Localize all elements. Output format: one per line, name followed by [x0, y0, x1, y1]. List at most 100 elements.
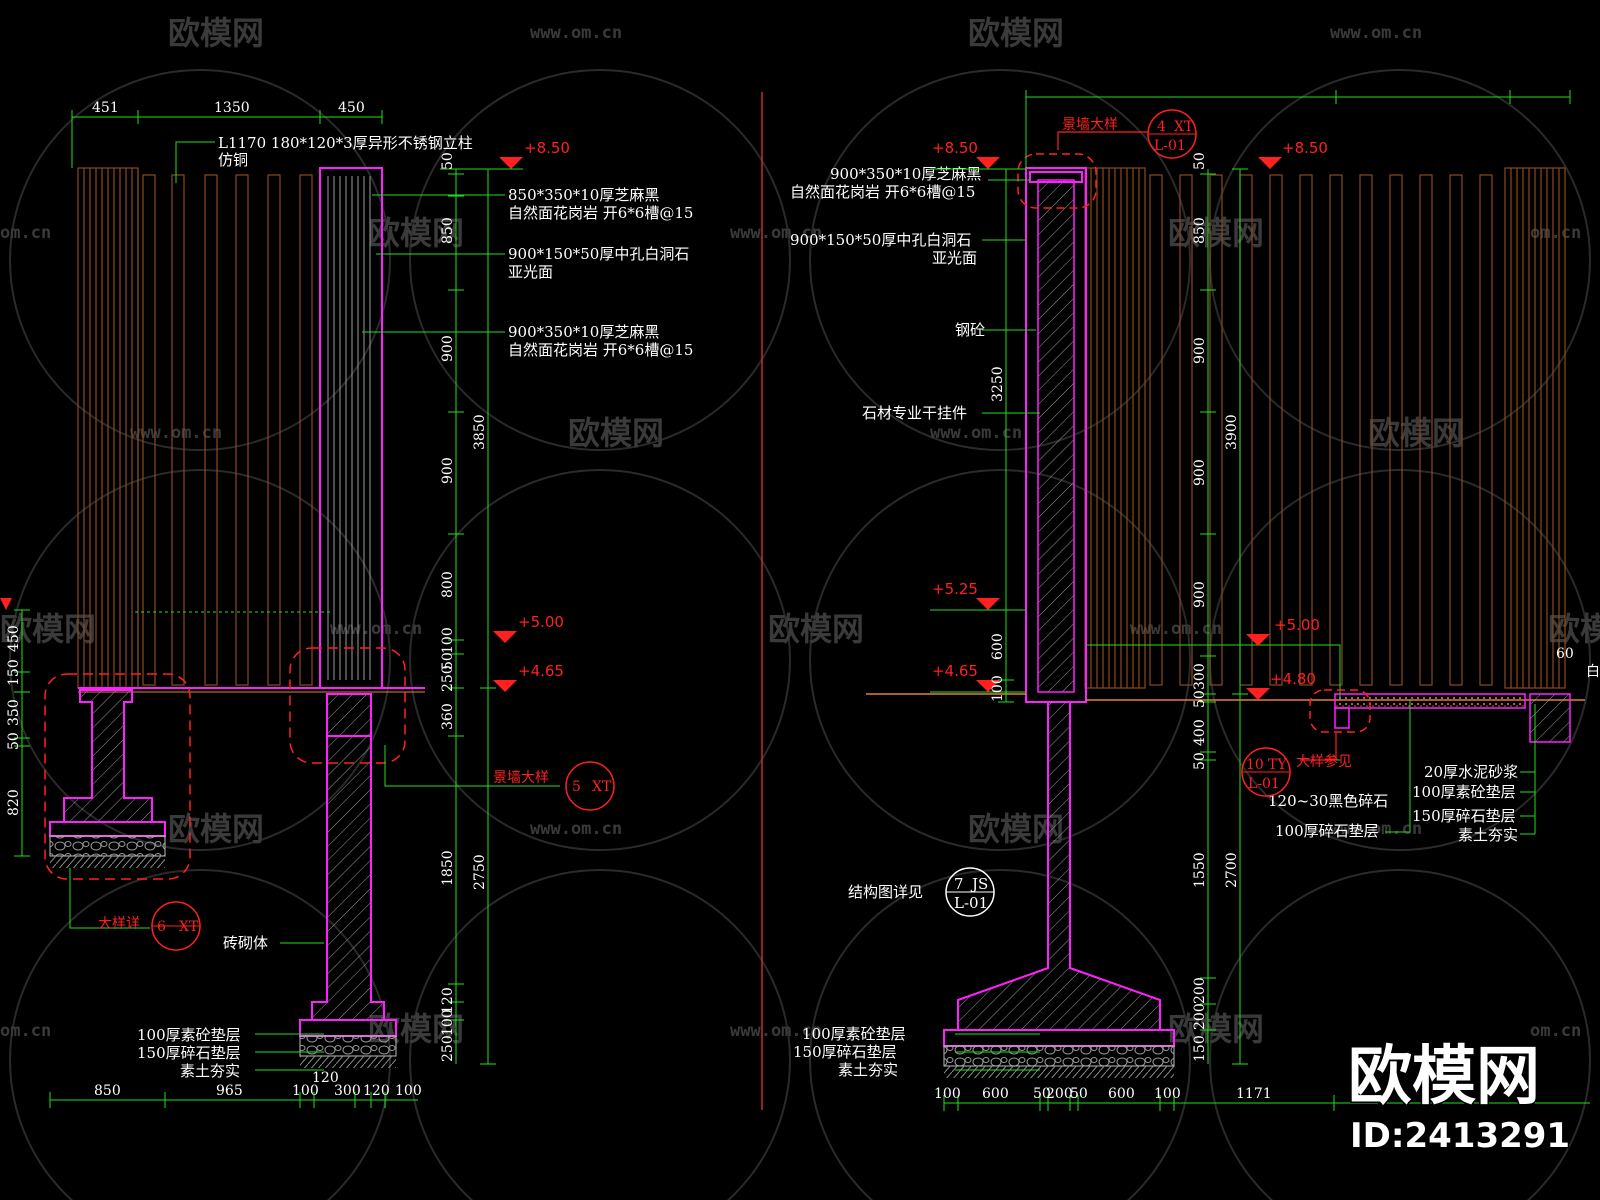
left-small-footing: [49, 689, 166, 868]
dim-text: 900: [440, 335, 456, 362]
dim-text: 300: [1192, 663, 1208, 690]
dim-text: 600: [990, 633, 1006, 660]
dim-text: 50: [1192, 690, 1208, 708]
note-granite-top: 900*350*10厚芝麻黑: [830, 165, 981, 183]
dim-text: 150: [6, 659, 22, 686]
callout-number: 5: [572, 779, 581, 795]
dim-text: 200: [1192, 1003, 1208, 1030]
note-concrete-bed: 100厚素砼垫层: [802, 1025, 906, 1043]
callout-label: 景墙大样: [1062, 117, 1118, 133]
dim-text: 1350: [214, 100, 250, 116]
callout-ref: TY: [1268, 757, 1287, 773]
left-note-leaders: [69, 141, 560, 1071]
note-compacted-soil: 素土夯实: [838, 1061, 898, 1079]
note-travertine-finish: 亚光面: [932, 249, 977, 267]
watermark-brand: 欧模网: [768, 610, 864, 648]
dim-text: 900: [440, 457, 456, 484]
note-granite-body-finish: 自然面花岗岩 开6*6槽@15: [508, 341, 693, 359]
dim-text: 120: [363, 1083, 390, 1099]
callout-ref: JS: [970, 875, 988, 893]
dim-text: 120: [312, 1070, 339, 1086]
level-top: +8.50: [932, 139, 978, 157]
dim-text: 60: [1556, 646, 1574, 662]
note-post-finish: 仿铜: [218, 151, 248, 169]
watermark-brand: 欧模网: [1548, 610, 1600, 648]
note-concrete: 钢砼: [955, 321, 985, 339]
note-granite-top: 850*350*10厚芝麻黑: [508, 186, 659, 204]
watermark-texts: 欧模网 www.om.cn 欧模网 www.om.cn om.cn 欧模网 ww…: [0, 14, 1600, 1048]
dim-text: 900: [1192, 459, 1208, 486]
watermark-url: www.om.cn: [730, 223, 822, 243]
dim-text: 50: [440, 652, 456, 670]
watermark-url: www.om.cn: [530, 23, 622, 43]
right-wall-section: [943, 167, 1175, 1078]
callout-number: 10: [1246, 757, 1264, 773]
dim-text: 450: [6, 625, 22, 652]
right-cap-callout-boundary: [1017, 153, 1097, 209]
dim-text: 1850: [440, 850, 456, 886]
level-ground: +4.65: [518, 662, 564, 680]
left-wall-foundation: [299, 693, 397, 1068]
dim-text: 350: [6, 699, 22, 726]
dim-overall: 2750: [472, 854, 488, 890]
note-structure-ref: 结构图详见: [848, 883, 923, 901]
watermark-url: www.om.cn: [130, 423, 222, 443]
note-granite-top-finish: 自然面花岗岩 开6*6槽@15: [508, 204, 693, 222]
dim-text: 120: [440, 987, 456, 1014]
left-top-dim-lines: [71, 110, 383, 168]
callout-number: 6: [157, 919, 166, 935]
watermark-url: www.om.cn: [1330, 23, 1422, 43]
brand-badge: 欧模网 ID:2413291: [1347, 1039, 1572, 1158]
right-note-leaders: [955, 179, 1536, 1071]
right-vertical-dim-lines: [998, 168, 1248, 1065]
level-top: +8.50: [1282, 139, 1328, 157]
dim-overall: 2700: [1224, 852, 1240, 888]
note-black-gravel: 120~30黑色碎石: [1268, 792, 1388, 810]
dim-text: 250: [440, 1035, 456, 1062]
note-post: L1170 180*120*3厚异形不锈钢立柱: [218, 134, 473, 152]
watermark-url: www.om.cn: [930, 423, 1022, 443]
note-gravel-bed: 150厚碎石垫层: [793, 1043, 897, 1061]
dim-text: 900: [1192, 337, 1208, 364]
watermark-brand: 欧模网: [1368, 414, 1464, 452]
dim-text: 3250: [990, 366, 1006, 402]
note-concrete-bed: 100厚素砼垫层: [137, 1026, 241, 1044]
callout-label: 大样参见: [1296, 753, 1352, 770]
dim-text: 100: [934, 1086, 961, 1102]
callout-number: 4: [1157, 119, 1166, 135]
note-paving-soil: 素土夯实: [1458, 826, 1518, 844]
right-level-markers: [976, 157, 1282, 700]
note-travertine: 900*150*50厚中孔白洞石: [508, 245, 689, 263]
callout-ref: XT: [179, 919, 199, 935]
dim-overall: 3900: [1224, 414, 1240, 450]
watermark-url: om.cn: [1530, 1021, 1581, 1041]
note-travertine-finish: 亚光面: [508, 263, 553, 281]
note-mortar: 20厚水泥砂浆: [1424, 763, 1518, 781]
dim-text: 450: [338, 100, 365, 116]
callout-sheet: L-01: [954, 894, 988, 912]
callout-number: 7: [954, 875, 964, 893]
callout-sheet: L-01: [1154, 138, 1186, 154]
dim-text: 100: [1154, 1086, 1181, 1102]
dim-text: 200: [1192, 977, 1208, 1004]
left-bottom-dim-lines: [49, 1092, 418, 1108]
callout-sheet: L-01: [1248, 776, 1280, 792]
dim-text: 965: [216, 1083, 243, 1099]
dim-text: 850: [440, 217, 456, 244]
note-paving-concrete: 100厚素砼垫层: [1412, 783, 1516, 801]
watermark-brand: 欧模网: [168, 810, 264, 848]
note-gravel-bed: 150厚碎石垫层: [137, 1044, 241, 1062]
right-paving: [1334, 693, 1571, 743]
left-detail-callout-boundary: [44, 673, 191, 880]
note-anchor: 石材专业干挂件: [862, 404, 967, 422]
callout-label: 景墙大样: [493, 770, 549, 786]
dim-overall: 3850: [472, 414, 488, 450]
badge-id: ID:2413291: [1350, 1116, 1570, 1156]
dim-text: 白: [1586, 664, 1600, 680]
dim-text: 360: [440, 703, 456, 730]
dim-text: 900: [1192, 581, 1208, 608]
callout-ref: XT: [1174, 119, 1194, 135]
dim-text: 1171: [1236, 1086, 1272, 1102]
watermark-brand: 欧模网: [568, 414, 664, 452]
right-bottom-dim-lines: [943, 1095, 1590, 1111]
